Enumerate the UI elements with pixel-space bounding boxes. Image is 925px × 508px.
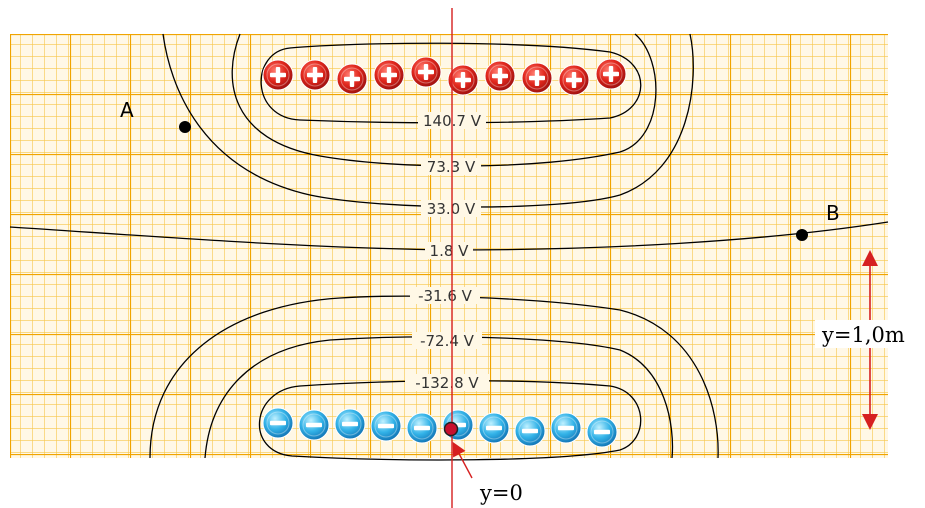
minus-charge-icon <box>334 408 366 440</box>
label-minus-132-8v: -132.8 V <box>415 374 479 392</box>
minus-charge-icon <box>586 416 618 448</box>
point-b-dot <box>796 229 808 241</box>
voltage-labels: 140.7 V 73.3 V 33.0 V 1.8 V -31.6 V -72.… <box>405 112 489 392</box>
plus-charge-icon <box>299 59 331 91</box>
plus-charge-icon <box>262 59 294 91</box>
label-minus-72-4v: -72.4 V <box>420 332 475 350</box>
minus-charge-icon <box>514 415 546 447</box>
plus-charge-icon <box>595 58 627 90</box>
point-b-label: B <box>826 201 840 225</box>
origin-label: y=0 <box>479 481 523 505</box>
label-minus-31-6v: -31.6 V <box>418 287 473 305</box>
minus-charge-icon <box>298 409 330 441</box>
minus-charge-icon <box>406 412 438 444</box>
plus-charge-icon <box>410 56 442 88</box>
distance-label: y=1,0m <box>821 323 905 347</box>
point-a-label: A <box>120 98 134 122</box>
plus-charge-icon <box>558 64 590 96</box>
minus-charge-icon <box>550 412 582 444</box>
point-a-dot <box>179 121 191 133</box>
plus-charge-icon <box>447 64 479 96</box>
contour-inner-top <box>260 42 642 124</box>
positive-charge-row <box>262 56 627 96</box>
origin-marker <box>443 421 459 437</box>
plus-charge-icon <box>484 60 516 92</box>
plus-charge-icon <box>373 59 405 91</box>
plus-charge-icon <box>336 63 368 95</box>
minus-charge-icon <box>262 407 294 439</box>
minus-charge-icon <box>478 412 510 444</box>
origin-pointer-arrow <box>452 441 473 479</box>
label-1-8v: 1.8 V <box>430 242 470 260</box>
minus-charge-icon <box>370 410 402 442</box>
plus-charge-icon <box>521 62 553 94</box>
